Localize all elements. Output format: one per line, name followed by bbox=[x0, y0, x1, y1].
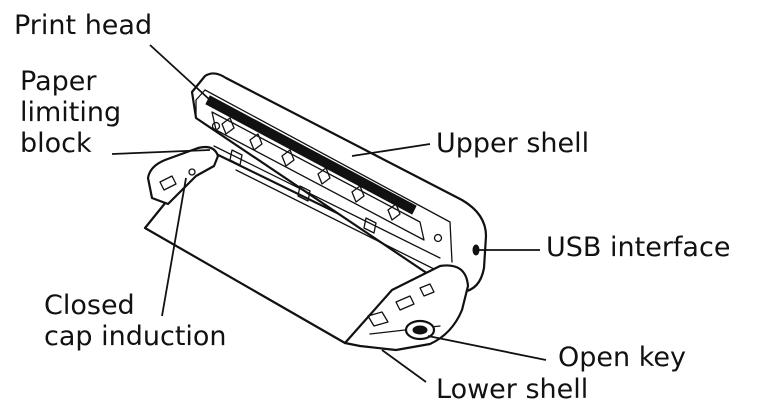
label-paper-limiting-block-line2: limiting bbox=[20, 97, 122, 128]
label-paper-limiting-block-line3: block bbox=[20, 128, 92, 159]
label-open-key-text: Open key bbox=[558, 342, 686, 373]
leader-closed-cap-induction bbox=[161, 177, 187, 317]
leader-print-head bbox=[149, 44, 211, 101]
lid-inner-details bbox=[211, 111, 443, 273]
label-paper-limiting-block: Paper limiting block bbox=[20, 66, 121, 159]
label-print-head: Print head bbox=[14, 10, 152, 41]
label-paper-limiting-block-line1: Paper bbox=[20, 66, 97, 97]
label-closed-cap-induction-line2: cap induction bbox=[44, 321, 227, 352]
leader-lower-shell bbox=[381, 349, 427, 383]
leader-paper-limiting-block bbox=[111, 149, 211, 155]
label-open-key: Open key bbox=[558, 342, 686, 373]
lower-shell-left bbox=[146, 145, 220, 206]
leader-upper-shell bbox=[351, 143, 431, 157]
leader-lines bbox=[111, 44, 547, 383]
label-usb-interface-text: USB interface bbox=[546, 232, 731, 263]
label-upper-shell: Upper shell bbox=[436, 128, 589, 159]
label-usb-interface: USB interface bbox=[546, 232, 730, 263]
open-key-button bbox=[404, 319, 436, 341]
label-print-head-text: Print head bbox=[14, 10, 153, 41]
label-upper-shell-text: Upper shell bbox=[436, 128, 590, 159]
label-closed-cap-induction: Closed cap induction bbox=[44, 290, 227, 352]
label-closed-cap-induction-line1: Closed bbox=[44, 290, 135, 321]
leader-open-key bbox=[427, 335, 547, 361]
label-lower-shell-text: Lower shell bbox=[436, 374, 589, 405]
print-head-strip bbox=[205, 95, 417, 215]
label-lower-shell: Lower shell bbox=[436, 374, 588, 405]
